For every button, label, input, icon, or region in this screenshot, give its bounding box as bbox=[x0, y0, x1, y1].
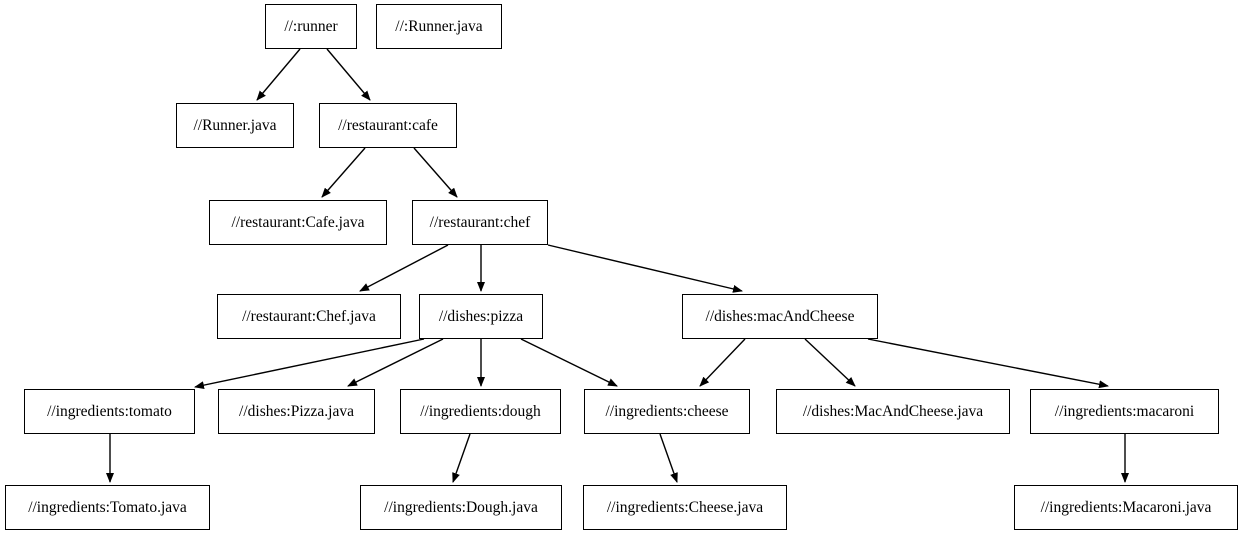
graph-node-ing_tomato[interactable]: //ingredients:tomato bbox=[24, 389, 195, 434]
graph-node-label: //ingredients:Cheese.java bbox=[606, 498, 764, 516]
graph-node-label: //restaurant:Cafe.java bbox=[231, 213, 365, 231]
graph-node-dishes_mac[interactable]: //dishes:macAndCheese bbox=[682, 294, 878, 339]
graph-node-label: //dishes:Pizza.java bbox=[239, 402, 354, 420]
graph-edge-runner-to-restaurant_cafe bbox=[326, 48, 371, 101]
graph-node-label: //ingredients:macaroni bbox=[1054, 402, 1195, 420]
graph-node-label: //ingredients:Tomato.java bbox=[28, 498, 187, 516]
graph-node-restaurant_cafe_java[interactable]: //restaurant:Cafe.java bbox=[209, 200, 387, 245]
graph-edge-restaurant_cafe-to-restaurant_chef bbox=[413, 147, 458, 198]
graph-edge-dishes_pizza-to-dishes_pizza_java bbox=[347, 338, 444, 387]
graph-node-label: //:runner bbox=[284, 17, 338, 35]
graph-node-restaurant_cafe[interactable]: //restaurant:cafe bbox=[319, 103, 457, 148]
graph-node-dishes_mac_java[interactable]: //dishes:MacAndCheese.java bbox=[776, 389, 1010, 434]
graph-node-label: //restaurant:Chef.java bbox=[242, 307, 376, 325]
graph-edge-restaurant_chef-to-restaurant_chef_java bbox=[359, 244, 449, 292]
graph-node-ing_dough_java[interactable]: //ingredients:Dough.java bbox=[360, 485, 562, 530]
graph-edge-dishes_pizza-to-ing_tomato bbox=[194, 338, 425, 390]
graph-node-label: //:Runner.java bbox=[395, 17, 483, 35]
graph-node-restaurant_chef_java[interactable]: //restaurant:Chef.java bbox=[217, 294, 401, 339]
graph-node-label: //ingredients:cheese bbox=[605, 402, 729, 420]
graph-node-label: //dishes:macAndCheese bbox=[705, 307, 855, 325]
graph-node-label: //dishes:pizza bbox=[438, 307, 524, 325]
graph-node-runner_java[interactable]: //Runner.java bbox=[176, 103, 294, 148]
graph-node-label: //restaurant:chef bbox=[429, 213, 531, 231]
graph-edge-ing_dough-to-ing_dough_java bbox=[452, 433, 471, 483]
graph-edge-ing_cheese-to-ing_cheese_java bbox=[659, 433, 678, 483]
graph-node-ing_macaroni[interactable]: //ingredients:macaroni bbox=[1030, 389, 1219, 434]
graph-node-root_runner_java[interactable]: //:Runner.java bbox=[376, 4, 502, 49]
graph-node-label: //restaurant:cafe bbox=[338, 116, 438, 134]
graph-node-ing_cheese_java[interactable]: //ingredients:Cheese.java bbox=[583, 485, 787, 530]
graph-edge-runner-to-runner_java bbox=[256, 48, 301, 101]
graph-node-label: //dishes:MacAndCheese.java bbox=[802, 402, 984, 420]
graph-node-label: //ingredients:dough bbox=[420, 402, 541, 420]
graph-node-label: //Runner.java bbox=[193, 116, 277, 134]
graph-node-label: //ingredients:tomato bbox=[47, 402, 172, 420]
graph-node-ing_cheese[interactable]: //ingredients:cheese bbox=[584, 389, 750, 434]
graph-edge-dishes_mac-to-ing_macaroni bbox=[867, 338, 1109, 389]
graph-edge-dishes_pizza-to-ing_cheese bbox=[520, 338, 618, 387]
graph-edge-restaurant_cafe-to-restaurant_cafe_java bbox=[321, 147, 366, 198]
graph-edge-dishes_mac-to-ing_cheese bbox=[699, 338, 746, 387]
graph-node-ing_macaroni_java[interactable]: //ingredients:Macaroni.java bbox=[1014, 485, 1238, 530]
graph-edge-dishes_mac-to-dishes_mac_java bbox=[804, 338, 856, 387]
graph-node-dishes_pizza_java[interactable]: //dishes:Pizza.java bbox=[218, 389, 375, 434]
graph-node-label: //ingredients:Macaroni.java bbox=[1040, 498, 1212, 516]
graph-node-ing_tomato_java[interactable]: //ingredients:Tomato.java bbox=[5, 485, 210, 530]
graph-edge-restaurant_chef-to-dishes_mac bbox=[547, 244, 743, 293]
graph-node-label: //ingredients:Dough.java bbox=[384, 498, 538, 516]
graph-node-runner[interactable]: //:runner bbox=[265, 4, 357, 49]
graph-node-dishes_pizza[interactable]: //dishes:pizza bbox=[419, 294, 543, 339]
graph-node-ing_dough[interactable]: //ingredients:dough bbox=[400, 389, 561, 434]
graph-node-restaurant_chef[interactable]: //restaurant:chef bbox=[412, 200, 548, 245]
